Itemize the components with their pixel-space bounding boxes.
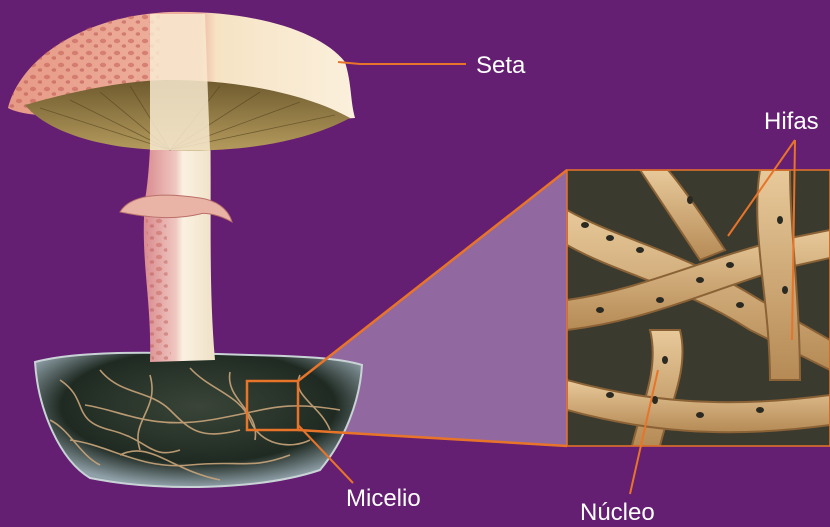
- soil-block: [35, 353, 362, 487]
- label-seta: Seta: [476, 54, 525, 78]
- label-micelio: Micelio: [346, 487, 421, 511]
- label-nucleo: Núcleo: [580, 501, 655, 525]
- hyphae-inset: [567, 170, 830, 446]
- mushroom-cap: [8, 12, 355, 151]
- seta-callout-line: [338, 62, 466, 64]
- label-hifas: Hifas: [764, 110, 819, 134]
